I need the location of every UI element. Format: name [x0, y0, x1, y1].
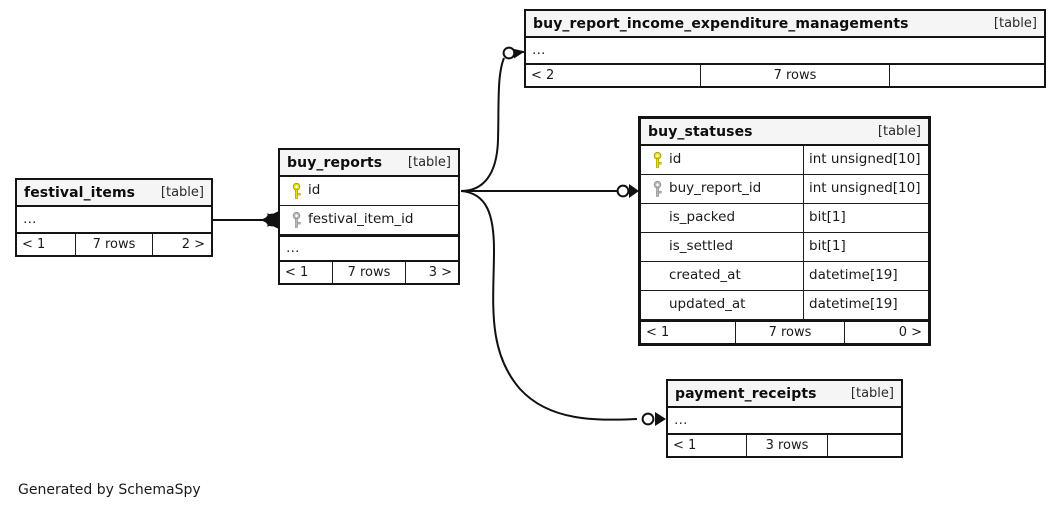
- column-name: id: [669, 151, 682, 168]
- table-header-payment_receipts: payment_receipts [table]: [668, 381, 901, 408]
- edge-buy_reports-payment_receipts: [460, 190, 666, 426]
- column-type: datetime[19]: [803, 262, 928, 290]
- column-name-cell: festival_item_id: [280, 206, 458, 234]
- footer-children-count: [890, 65, 1044, 86]
- table-buy_report_income_expenditure_managements[interactable]: buy_report_income_expenditure_management…: [524, 9, 1046, 88]
- column-row: buy_report_id int unsigned[10]: [641, 175, 928, 204]
- footer-parents-count: < 1: [22, 237, 46, 252]
- edge-buy_reports-buy_statuses: [461, 184, 639, 198]
- footer-children-count: 0 >: [898, 325, 922, 340]
- column-name: is_settled: [669, 238, 734, 255]
- table-festival_items[interactable]: festival_items [table] … < 1 7 rows 2 >: [15, 178, 213, 257]
- table-header-buy_report_income_expenditure_managements: buy_report_income_expenditure_management…: [526, 11, 1044, 38]
- footer-row-count: 3 rows: [746, 435, 828, 456]
- table-title: buy_reports: [287, 154, 383, 171]
- column-type: bit[1]: [803, 204, 928, 232]
- column-name-cell: updated_at: [641, 291, 803, 319]
- column-name: buy_report_id: [669, 180, 762, 197]
- column-row: is_packed bit[1]: [641, 204, 928, 233]
- footer-row-count: 7 rows: [700, 65, 890, 86]
- footer-children-count: 3 >: [428, 265, 452, 280]
- edge-buy_reports-buy_report_income_expenditure_managements: [460, 46, 525, 192]
- table-title: payment_receipts: [675, 385, 817, 402]
- elided-columns-row: …: [280, 235, 458, 260]
- column-name-cell: id: [641, 146, 803, 174]
- table-title: buy_statuses: [648, 123, 753, 140]
- column-name: festival_item_id: [308, 211, 414, 228]
- table-type-tag: [table]: [407, 155, 451, 170]
- column-name-cell: created_at: [641, 262, 803, 290]
- table-type-tag: [table]: [993, 16, 1037, 31]
- table-header-buy_reports: buy_reports [table]: [280, 150, 458, 177]
- footer-row-count: 7 rows: [75, 234, 153, 255]
- footer-row-count: 7 rows: [332, 262, 406, 283]
- table-footer-buy_report_income_expenditure_managements: < 2 7 rows: [526, 63, 1044, 86]
- column-name: is_packed: [669, 209, 736, 226]
- table-footer-festival_items: < 1 7 rows 2 >: [17, 232, 211, 255]
- footer-parents-count: < 2: [531, 68, 555, 83]
- primary-key-icon: [286, 182, 306, 200]
- generator-credit: Generated by SchemaSpy: [18, 482, 201, 498]
- primary-key-icon: [647, 151, 667, 169]
- elided-columns-row: …: [532, 41, 547, 58]
- column-row: festival_item_id: [280, 206, 458, 235]
- table-title: buy_report_income_expenditure_management…: [533, 15, 909, 32]
- table-type-tag: [table]: [160, 185, 204, 200]
- footer-parents-count: < 1: [285, 265, 309, 280]
- table-title: festival_items: [24, 184, 136, 201]
- column-type: datetime[19]: [803, 291, 928, 319]
- table-footer-buy_reports: < 1 7 rows 3 >: [280, 260, 458, 283]
- edge-festival_items-buy_reports: [213, 213, 279, 227]
- column-row: id: [280, 177, 458, 206]
- footer-children-count: 2 >: [181, 237, 205, 252]
- footer-parents-count: < 1: [673, 438, 697, 453]
- table-header-buy_statuses: buy_statuses [table]: [641, 119, 928, 146]
- column-type: int unsigned[10]: [803, 175, 928, 203]
- foreign-key-icon: [286, 211, 306, 229]
- column-type: bit[1]: [803, 233, 928, 261]
- table-type-tag: [table]: [850, 386, 894, 401]
- table-type-tag: [table]: [877, 124, 921, 139]
- table-buy_statuses[interactable]: buy_statuses [table] id int unsigned[10]: [638, 116, 931, 346]
- table-payment_receipts[interactable]: payment_receipts [table] … < 1 3 rows: [666, 379, 903, 458]
- column-name: id: [308, 182, 321, 199]
- footer-children-count: [828, 435, 901, 456]
- table-footer-payment_receipts: < 1 3 rows: [668, 433, 901, 456]
- table-footer-buy_statuses: < 1 7 rows 0 >: [641, 320, 928, 343]
- elided-columns-row: …: [23, 210, 38, 227]
- column-type: int unsigned[10]: [803, 146, 928, 174]
- foreign-key-icon: [647, 180, 667, 198]
- column-row: created_at datetime[19]: [641, 262, 928, 291]
- column-name-cell: is_settled: [641, 233, 803, 261]
- table-buy_reports[interactable]: buy_reports [table] id: [278, 148, 460, 285]
- column-row: updated_at datetime[19]: [641, 291, 928, 320]
- column-row: id int unsigned[10]: [641, 146, 928, 175]
- column-name: updated_at: [669, 296, 746, 313]
- column-name-cell: buy_report_id: [641, 175, 803, 203]
- column-name-cell: is_packed: [641, 204, 803, 232]
- column-name: created_at: [669, 267, 741, 284]
- column-row: is_settled bit[1]: [641, 233, 928, 262]
- table-header-festival_items: festival_items [table]: [17, 180, 211, 207]
- column-name-cell: id: [280, 177, 458, 205]
- elided-columns-row: …: [674, 411, 689, 428]
- footer-row-count: 7 rows: [735, 322, 845, 343]
- footer-parents-count: < 1: [646, 325, 670, 340]
